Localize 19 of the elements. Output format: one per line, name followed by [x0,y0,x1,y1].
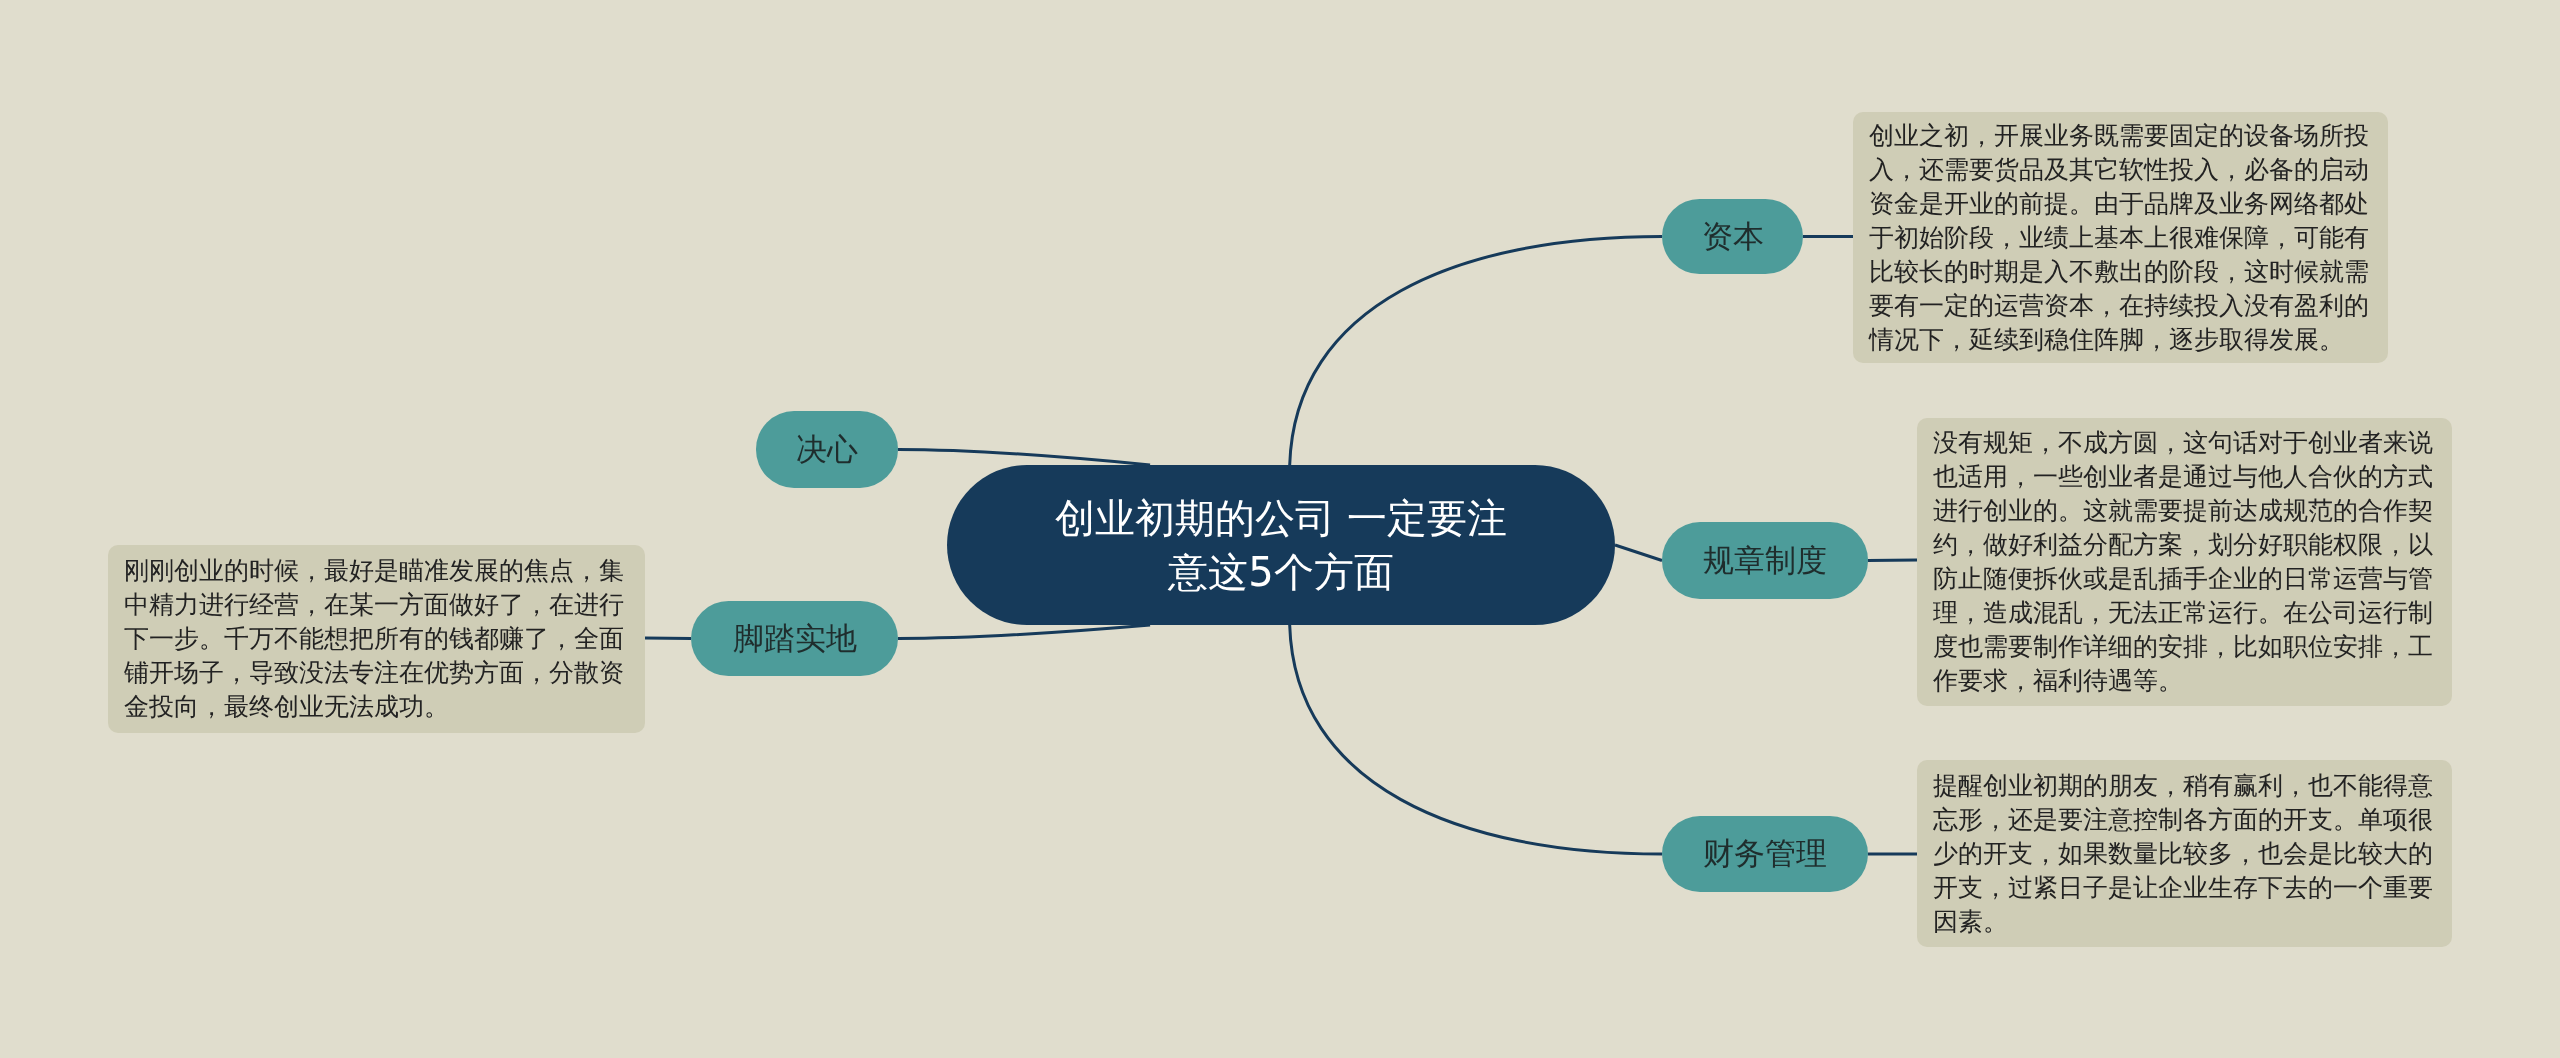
connector-line [1288,624,1663,856]
topic-box: 财务管理 [1662,816,1868,892]
connector-line [1288,235,1663,466]
connector-line [898,448,1151,467]
topic-box: 脚踏实地 [691,601,898,676]
topic-box: 资本 [1662,199,1803,274]
connector-line [898,623,1151,640]
central-topic: 创业初期的公司 一定要注意这5个方面 [947,465,1615,625]
note-box: 提醒创业初期的朋友，稍有赢利，也不能得意忘形，还是要注意控制各方面的开支。单项很少的开支，如果数量比较多，也会是比较大的开支，过紧日子是让企业生存下去的一个重要因素。 [1917,760,2452,947]
connector-line [1868,852,1917,856]
connector-line [645,636,691,640]
connector-line [1803,235,1853,238]
connector-line [1868,558,1917,562]
topic-box: 决心 [756,411,898,488]
topic-box: 规章制度 [1662,522,1868,599]
connector-line [1614,543,1663,562]
note-box: 创业之初，开展业务既需要固定的设备场所投入，还需要货品及其它软性投入，必备的启动资金是开业的前提。由于品牌及业务网络都处于初始阶段，业绩上基本上很难保障，可能有比较长的时期是入不敷出的阶段，这时候就需要有一定的运营资本，在持续投入没有盈利的情况下，延续到稳住阵脚，逐步取得发展。 [1853,112,2388,363]
note-box: 刚刚创业的时候，最好是瞄准发展的焦点，集中精力进行经营，在某一方面做好了，在进行下一步。千万不能想把所有的钱都赚了，全面铺开场子，导致没法专注在优势方面，分散资金投向，最终创业无法成功。 [108,545,645,733]
note-box: 没有规矩，不成方圆，这句话对于创业者来说也适用，一些创业者是通过与他人合伙的方式进行创业的。这就需要提前达成规范的合作契约，做好利益分配方案，划分好职能权限，以防止随便拆伙或是乱插手企业的日常运营与管理，造成混乱，无法正常运行。在公司运行制度也需要制作详细的安排，比如职位安排，工作要求，福利待遇等。 [1917,418,2452,706]
